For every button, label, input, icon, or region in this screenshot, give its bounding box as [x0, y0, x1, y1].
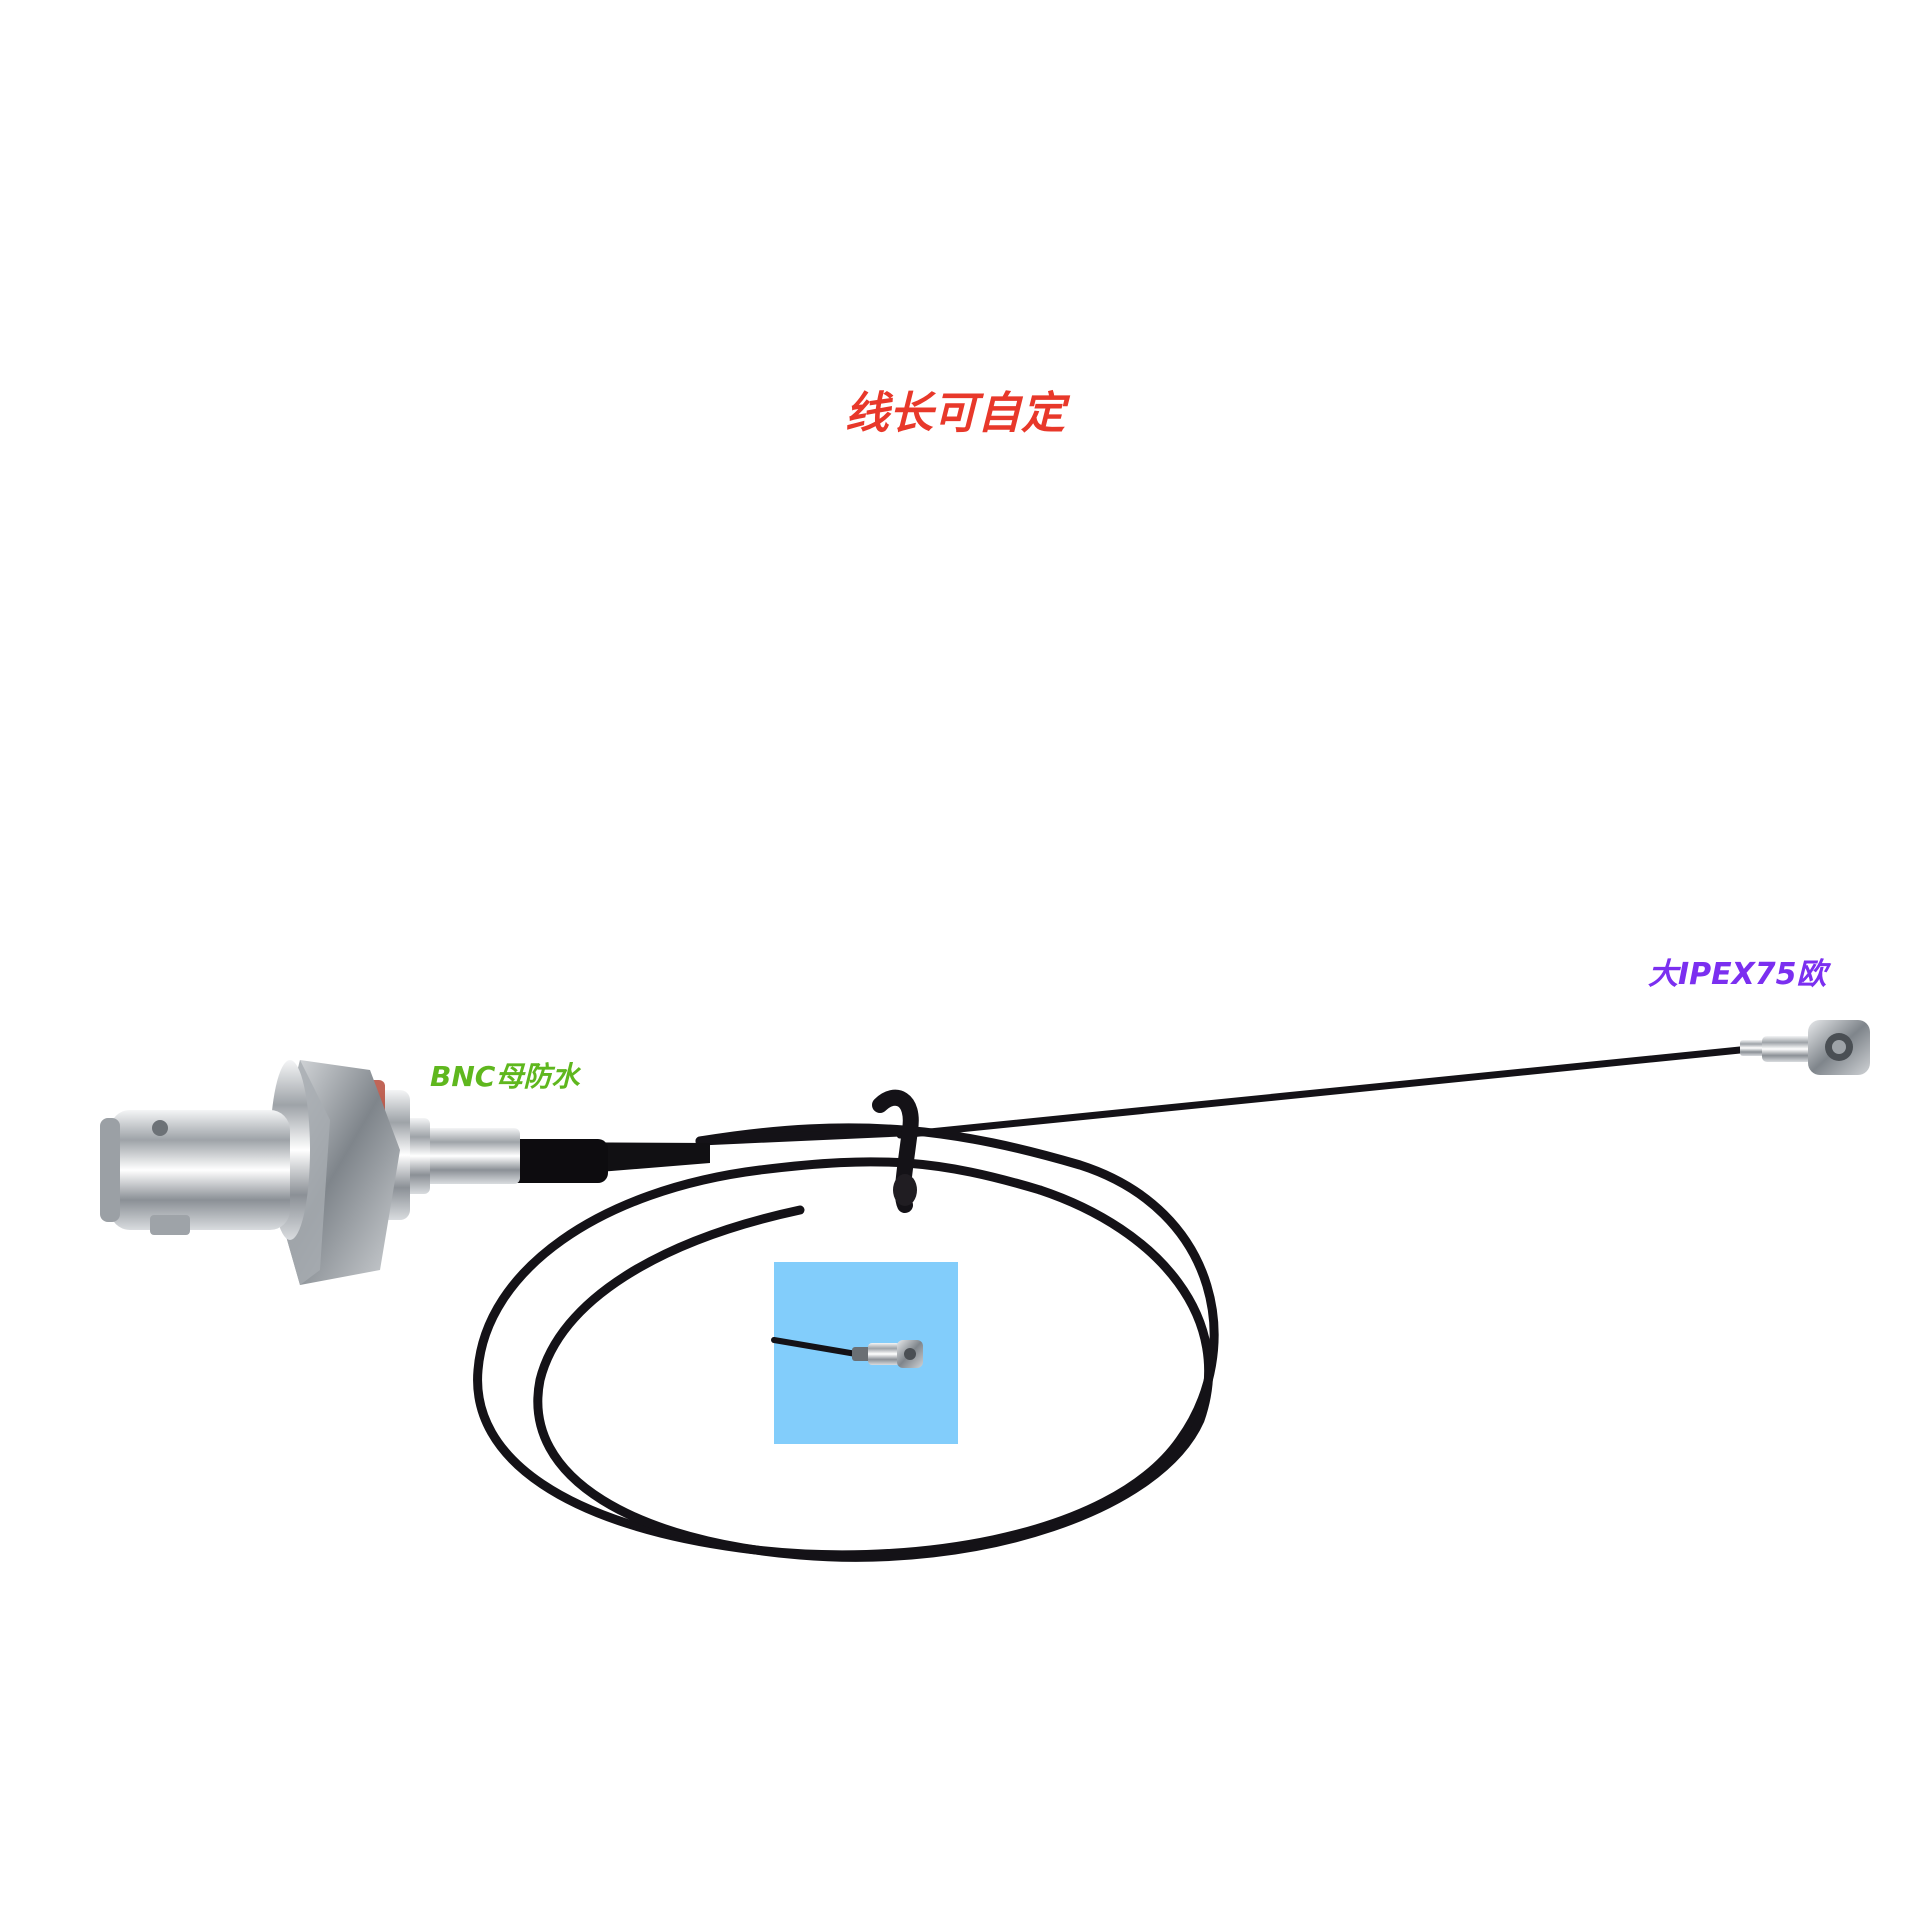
cable-tie [872, 1089, 919, 1213]
ipex-75-ohm-label: 大IPEX75欧 [1648, 957, 1827, 992]
cable-straight [896, 1046, 1744, 1139]
ipex-connector-icon [1740, 1020, 1870, 1075]
length-customizable-label: 线长可自定 [845, 388, 1065, 439]
cable-loop [473, 1123, 1219, 1562]
ipex-closeup-inset [771, 1262, 958, 1444]
bnc-connector-icon [100, 1060, 520, 1285]
cable-sleeve [500, 1139, 710, 1183]
bnc-female-waterproof-label: BNC母防水 [430, 1060, 580, 1093]
